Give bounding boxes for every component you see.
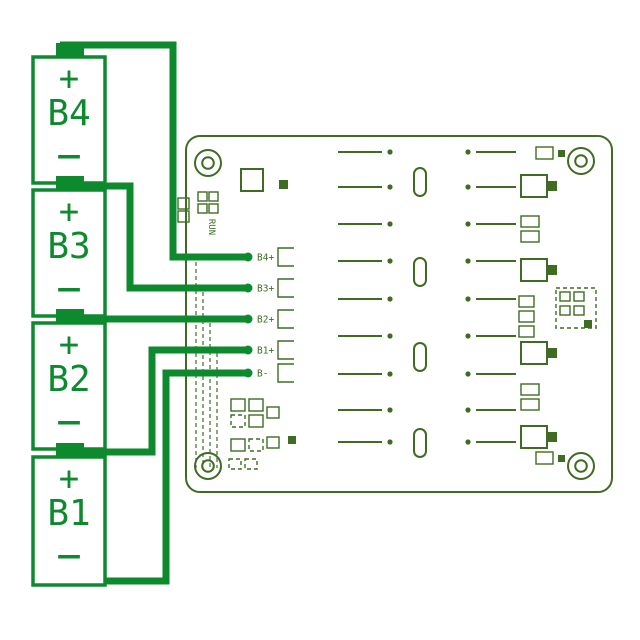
mounting-hole-top-left — [194, 149, 222, 177]
edge-connector-footprint — [177, 197, 190, 223]
wire-end-dot-b4-plus — [243, 252, 253, 262]
pad-label-b4-plus: B4+ — [257, 253, 274, 264]
pad-footprint — [277, 278, 294, 298]
battery-b1-plus: + — [59, 459, 79, 499]
pad-b2-plus: B2+ — [257, 309, 294, 329]
run-label: RUN — [206, 219, 216, 235]
resistor-footprints-left-column — [338, 149, 393, 445]
battery-b2-label: B2 — [47, 359, 90, 400]
wire-b-minus — [62, 369, 245, 585]
pad-b1-plus: B1+ — [257, 340, 294, 360]
wire-end-dot-b2-plus — [243, 314, 253, 324]
mosfet-footprint — [520, 174, 557, 198]
battery-b2-positive-tab — [56, 309, 84, 324]
pad-b4-plus: B4+ — [257, 247, 294, 267]
battery-b1-label: B1 — [47, 493, 90, 534]
battery-b3-plus: + — [59, 192, 79, 232]
mosfet-footprint — [520, 341, 557, 365]
wire-end-dot-b-minus — [243, 368, 253, 378]
battery-b2-plus: + — [59, 325, 79, 365]
battery-b1-minus: − — [56, 531, 81, 580]
wire-end-dot-b1-plus — [243, 345, 253, 355]
battery-b3-positive-tab — [56, 176, 84, 191]
battery-b2-minus: − — [56, 397, 81, 446]
wires — [60, 41, 253, 585]
pad-label-b1-plus: B1+ — [257, 346, 274, 357]
battery-b3-label: B3 — [47, 226, 90, 267]
battery-b4-minus: − — [56, 131, 81, 180]
mounting-hole-bottom-left — [194, 452, 222, 480]
pad-b3-plus: B3+ — [257, 278, 294, 298]
component-cluster-bottom-left — [228, 398, 296, 470]
pad-label-b2-plus: B2+ — [257, 315, 274, 326]
wire-b4-plus — [60, 41, 245, 261]
pcb-outline — [185, 135, 613, 493]
battery-b2: + B2 − — [31, 309, 107, 451]
pad-label-b3-plus: B3+ — [257, 284, 274, 295]
battery-b3: + B3 − — [31, 176, 107, 318]
resistor-footprints-right-column — [465, 149, 516, 445]
battery-b4-plus: + — [59, 59, 79, 99]
mounting-hole-top-right — [567, 147, 595, 175]
pad-b-minus: B- — [257, 363, 294, 383]
pad-footprint — [277, 247, 294, 267]
balance-traces — [195, 262, 218, 468]
ic-footprint-top-left — [240, 168, 288, 192]
battery-b2-body — [31, 321, 107, 451]
battery-b4-label: B4 — [47, 93, 90, 134]
run-led-footprint: RUN — [197, 191, 219, 235]
pad-footprint — [277, 340, 294, 360]
battery-b1: + B1 − — [31, 443, 107, 587]
wire-end-dot-b3-plus — [243, 283, 253, 293]
corner-footprint-bottom-right — [535, 451, 565, 465]
resistor-pair-footprints — [520, 215, 540, 411]
mosfet-footprint — [520, 258, 557, 282]
battery-b3-minus: − — [56, 264, 81, 313]
battery-b1-body — [31, 455, 107, 587]
wire-b3-plus — [60, 182, 245, 292]
mounting-hole-bottom-right — [567, 452, 595, 480]
battery-b4-positive-tab — [56, 43, 84, 58]
battery-b4: + B4 − — [31, 43, 107, 185]
pad-footprint — [277, 309, 294, 329]
pcb-board: RUN — [177, 135, 613, 493]
component-cluster-right — [518, 287, 597, 338]
wire-b1-plus — [60, 346, 245, 456]
battery-b1-positive-tab — [56, 443, 84, 458]
battery-b3-body — [31, 188, 107, 318]
capacitor-footprints — [413, 167, 427, 458]
mosfet-footprint — [520, 425, 557, 449]
pad-footprint — [277, 363, 294, 383]
pad-label-b-minus: B- — [257, 369, 268, 380]
corner-footprint-top-right — [535, 146, 565, 160]
mosfet-footprints — [520, 174, 557, 449]
battery-b4-body — [31, 55, 107, 185]
